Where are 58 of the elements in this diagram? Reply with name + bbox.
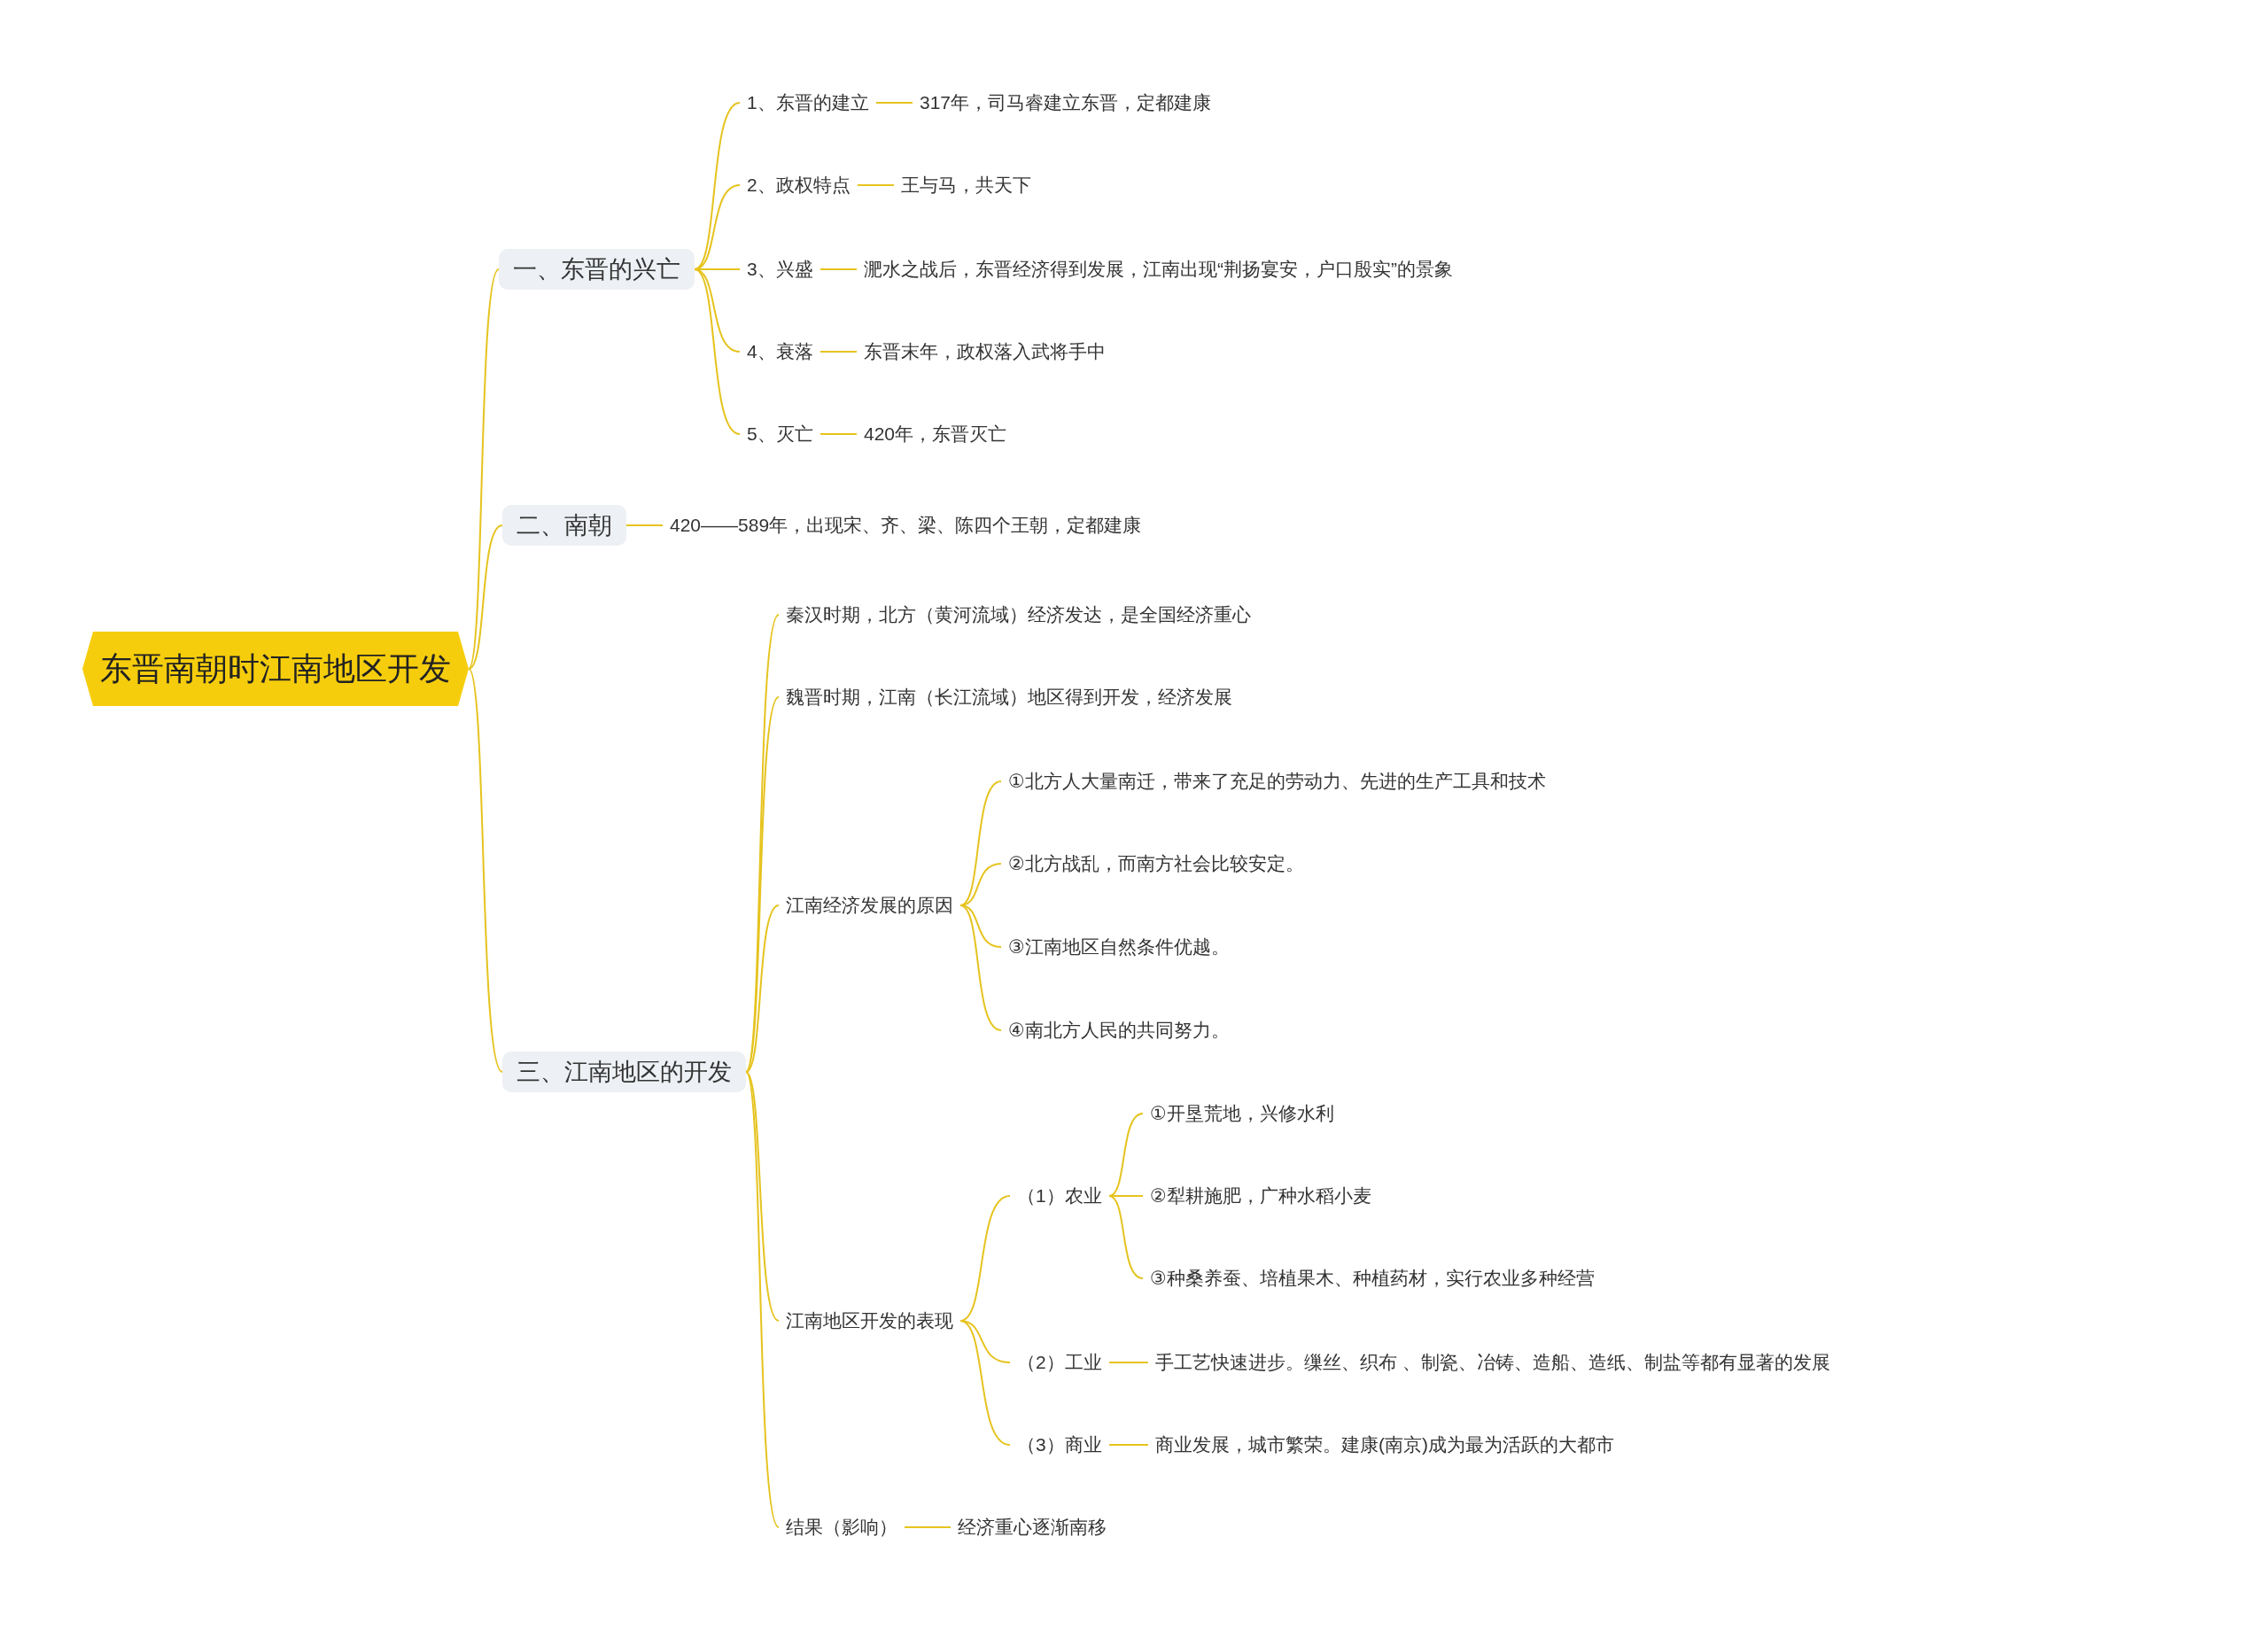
connector	[1108, 1362, 1149, 1363]
topic-box: 一、东晋的兴亡	[499, 249, 695, 290]
topic-label: 结果（影响）	[779, 1514, 905, 1541]
connector	[468, 668, 503, 1073]
topic-label: 4、衰落	[740, 338, 820, 365]
connector	[745, 614, 780, 1073]
topic-label: 2、政权特点	[740, 172, 858, 198]
detail-text: 手工艺快速进步。缫丝、织布 、制瓷、冶铸、造船、造纸、制盐等都有显著的发展	[1148, 1349, 1837, 1376]
detail-text: 王与马，共天下	[894, 172, 1038, 198]
connector	[1108, 1195, 1144, 1197]
topic-label: 5、灭亡	[740, 421, 820, 447]
topic-label: （3）商业	[1010, 1432, 1109, 1458]
detail-text: ④南北方人民的共同努力。	[1001, 1017, 1237, 1044]
detail-text: 420——589年，出现宋、齐、梁、陈四个王朝，定都建康	[663, 512, 1149, 539]
connector	[1108, 1113, 1144, 1197]
connector	[904, 1526, 951, 1528]
detail-text: 经济重心逐渐南移	[951, 1514, 1114, 1541]
topic-box: 二、南朝	[502, 505, 626, 546]
detail-text: ③种桑养蚕、培植果木、种植药材，实行农业多种经营	[1143, 1265, 1602, 1292]
topic-label: （1）农业	[1010, 1183, 1109, 1209]
detail-text: 商业发展，城市繁荣。建康(南京)成为最为活跃的大都市	[1148, 1432, 1621, 1458]
detail-text: 淝水之战后，东晋经济得到发展，江南出现“荆扬宴安，户口殷实”的景象	[857, 256, 1460, 283]
connector	[1108, 1195, 1144, 1279]
topic-label: （2）工业	[1010, 1349, 1109, 1376]
topic-label: 江南地区开发的表现	[779, 1308, 960, 1334]
connector	[857, 184, 895, 186]
connector	[468, 524, 503, 670]
connector	[468, 268, 500, 670]
detail-text: 东晋末年，政权落入武将手中	[857, 338, 1113, 365]
topic-box: 三、江南地区的开发	[502, 1052, 746, 1092]
detail-text: 420年，东晋灭亡	[857, 421, 1014, 447]
detail-text: ③江南地区自然条件优越。	[1001, 934, 1237, 960]
connector	[625, 524, 664, 526]
topic-label: 江南经济发展的原因	[779, 892, 960, 919]
detail-text: ②北方战乱，而南方社会比较安定。	[1001, 850, 1311, 877]
connector	[959, 780, 1002, 906]
detail-text: ①北方人大量南迁，带来了充足的劳动力、先进的生产工具和技术	[1001, 768, 1553, 795]
detail-text: 秦汉时期，北方（黄河流域）经济发达，是全国经济重心	[779, 602, 1258, 628]
connector	[819, 351, 858, 353]
connector	[819, 433, 858, 435]
topic-label: 1、东晋的建立	[740, 89, 876, 116]
detail-text: 魏晋时期，江南（长江流域）地区得到开发，经济发展	[779, 684, 1239, 710]
detail-text: ①开垦荒地，兴修水利	[1143, 1100, 1341, 1127]
detail-text: 317年，司马睿建立东晋，定都建康	[913, 89, 1219, 116]
connector	[694, 268, 741, 435]
connector	[875, 102, 913, 104]
connector	[745, 1071, 780, 1528]
connector	[745, 1071, 780, 1322]
connector	[819, 268, 858, 270]
connector	[694, 268, 741, 353]
connector	[745, 904, 780, 1073]
connector	[959, 904, 1002, 1031]
connector	[959, 1320, 1011, 1446]
connector	[1108, 1444, 1149, 1446]
connector	[694, 184, 741, 270]
connector	[745, 696, 780, 1073]
detail-text: ②犁耕施肥，广种水稻小麦	[1143, 1183, 1379, 1209]
topic-label: 3、兴盛	[740, 256, 820, 283]
